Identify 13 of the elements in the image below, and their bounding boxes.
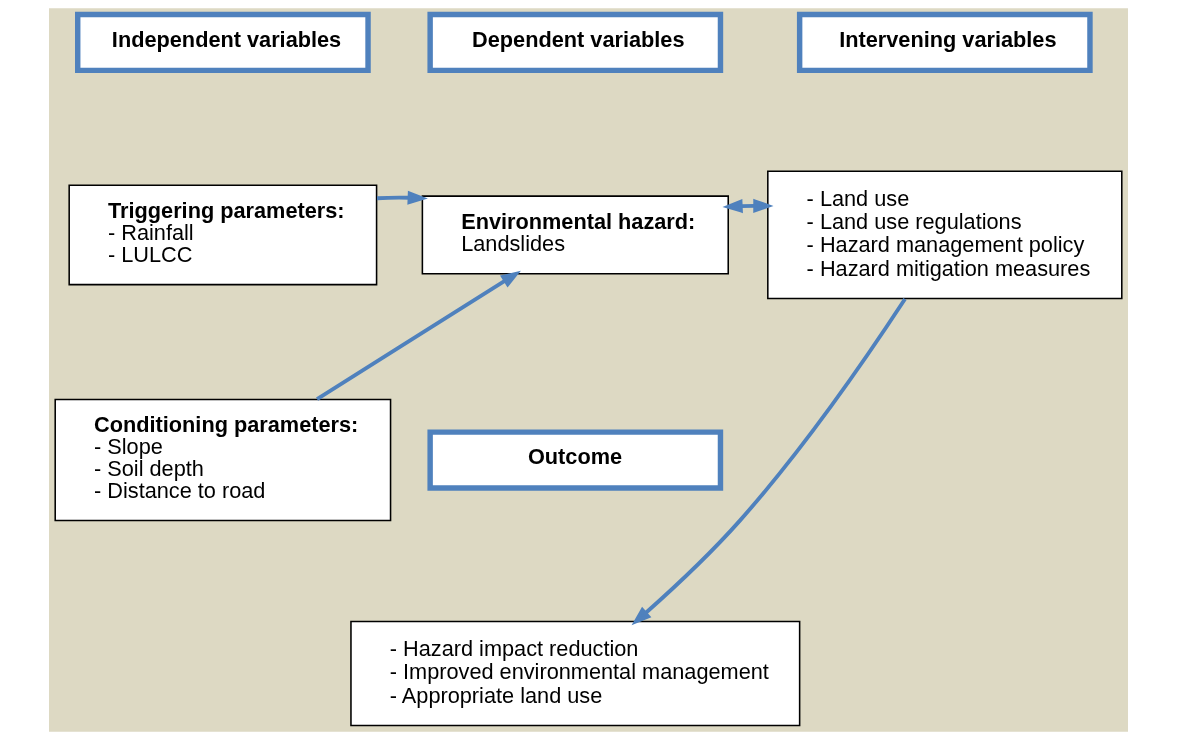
- node-box: - Land use - Land use regulations - Hazard management policy - Hazard mitigation measures: [767, 170, 1123, 300]
- node-box: Independent variables: [75, 11, 371, 74]
- arrow: [316, 270, 521, 401]
- arrow: [376, 190, 428, 205]
- arrow: [631, 298, 907, 626]
- node-box: Environmental hazard: Landslides: [421, 195, 729, 275]
- node-box: - Hazard impact reduction - Improved environmental management - Appropriate land use: [350, 620, 801, 727]
- arrow: [722, 198, 774, 214]
- node-box: Conditioning parameters: - Slope - Soil depth - Distance to road: [54, 398, 392, 522]
- node-box: Triggering parameters: - Rainfall - LULCC: [68, 184, 378, 286]
- node-box: Dependent variables: [427, 11, 724, 74]
- node-box: Intervening variables: [796, 11, 1093, 74]
- node-box: Outcome: [427, 429, 724, 491]
